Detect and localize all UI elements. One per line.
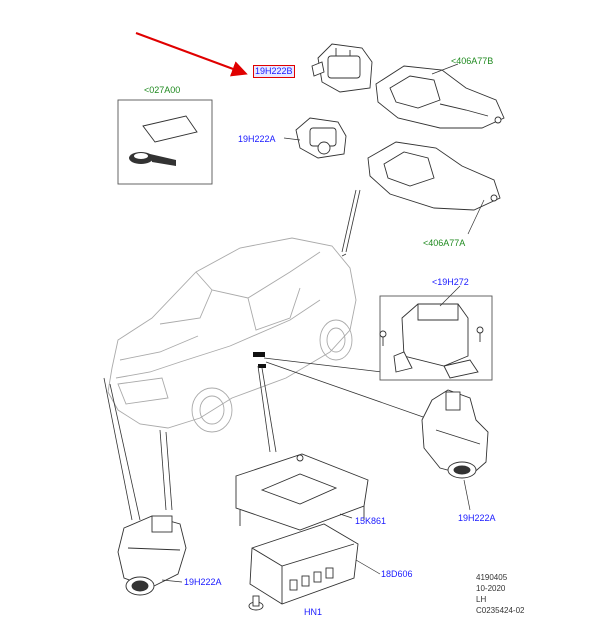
label-ticks — [161, 63, 485, 583]
callout-HN1[interactable]: HN1 — [304, 607, 323, 617]
callout-19H272[interactable]: <19H272 — [432, 277, 469, 287]
illustration-side: LH — [476, 595, 487, 604]
callout-19H222A-mid[interactable]: 19H222A — [238, 134, 276, 144]
vehicle-illustration — [107, 237, 357, 433]
leader-line — [341, 189, 357, 253]
callout-15K861[interactable]: 15K861 — [355, 516, 387, 526]
callout-027A00[interactable]: <027A00 — [144, 85, 181, 95]
bracket-15K861-illustration — [235, 453, 369, 531]
callout-19H222A-front[interactable]: 19H222A — [184, 577, 222, 587]
bracket-406A77A-illustration — [367, 141, 501, 211]
illustration-code: C0235424-02 — [476, 606, 525, 615]
camera-19H222A-mid-illustration — [295, 117, 347, 159]
leader-lines — [103, 253, 427, 521]
module-18D606-illustration — [249, 523, 359, 605]
callout-19H222A-side[interactable]: 19H222A — [458, 513, 496, 523]
cover-box-19H272 — [379, 295, 493, 381]
camera-19H222A-front-illustration — [117, 515, 187, 596]
highlight-arrow — [135, 32, 248, 77]
callout-19H222B-highlighted[interactable]: 19H222B — [253, 65, 295, 78]
bracket-406A77B-illustration — [375, 65, 505, 129]
seal-kit-027A00-illustration — [117, 99, 213, 185]
camera-19H222A-side-illustration — [421, 389, 489, 479]
camera-location-marker — [258, 364, 266, 368]
illustration-date: 10-2020 — [476, 584, 506, 593]
nut-HN1-illustration — [248, 595, 264, 611]
illustration-number: 4190405 — [476, 573, 508, 582]
callout-406A77B[interactable]: <406A77B — [451, 56, 494, 66]
leader-line — [345, 189, 361, 253]
callout-18D606[interactable]: 18D606 — [381, 569, 413, 579]
camera-location-marker — [253, 352, 265, 357]
camera-19H222B-illustration — [311, 43, 373, 93]
callout-406A77A[interactable]: <406A77A — [423, 238, 466, 248]
